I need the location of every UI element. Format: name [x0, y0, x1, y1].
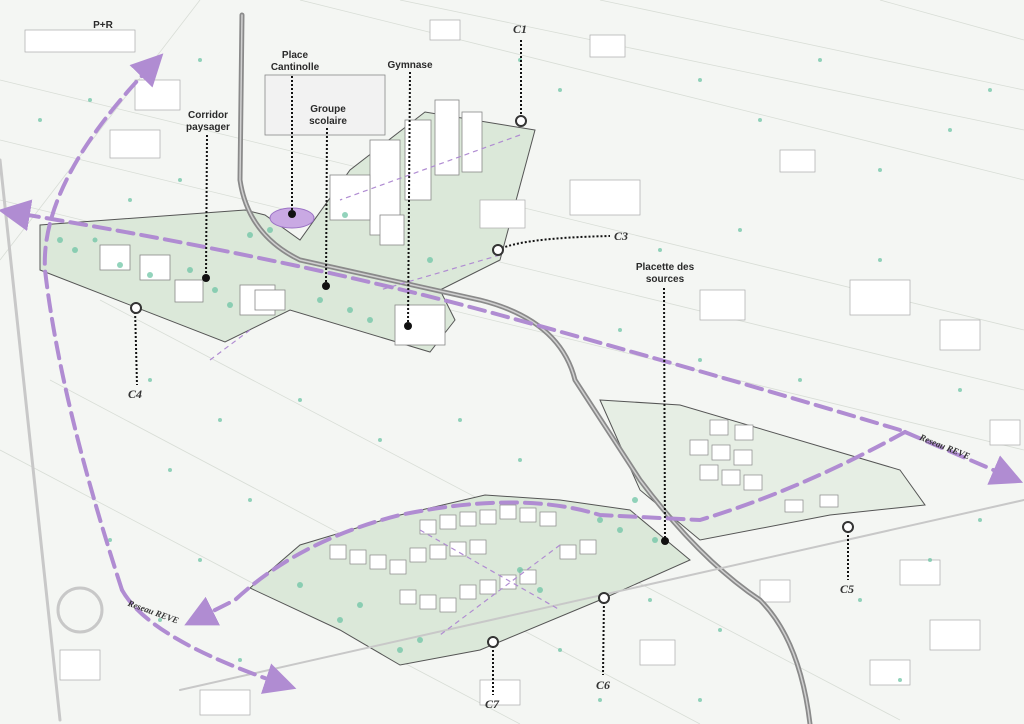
network-south-loop: [184, 430, 907, 626]
view-point-markers: [130, 115, 854, 648]
code-c7: C7: [485, 697, 500, 711]
code-c4: C4: [128, 387, 143, 401]
code-c1: C1: [513, 22, 528, 36]
buildings-context: [24, 19, 1021, 716]
network-east-tail: [903, 430, 1024, 485]
code-c3: C3: [614, 229, 629, 243]
marker-c5: [842, 521, 854, 533]
code-c5: C5: [840, 582, 855, 596]
label-placette-des-sources: Placette des sources: [635, 262, 695, 285]
network-west-south: [120, 588, 297, 694]
marker-c1: [515, 115, 527, 127]
buildings-south: [329, 504, 597, 613]
label-gymnase: Gymnase: [387, 60, 433, 71]
trees: [38, 58, 992, 702]
network-west-north: [42, 53, 164, 592]
marker-c3: [492, 244, 504, 256]
marker-c7: [487, 636, 499, 648]
buildings-east: [689, 419, 839, 513]
marker-c6: [598, 592, 610, 604]
zone-east: [599, 399, 926, 541]
leader-lines: [134, 40, 849, 695]
reve-network: [0, 53, 1024, 694]
label-pr: P+R: [93, 20, 113, 31]
label-corridor-paysager: Corridor paysager: [186, 110, 230, 133]
network-east-west-main: [0, 199, 902, 432]
label-place-cantinolle: Place Cantinolle: [270, 50, 320, 73]
west-road: [0, 158, 62, 722]
code-c6: C6: [596, 678, 611, 692]
label-groupe-scolaire: Groupe scolaire: [309, 104, 347, 127]
reve-network-thin: [209, 134, 561, 636]
leader-dots: [202, 210, 669, 545]
marker-c4: [130, 302, 142, 314]
